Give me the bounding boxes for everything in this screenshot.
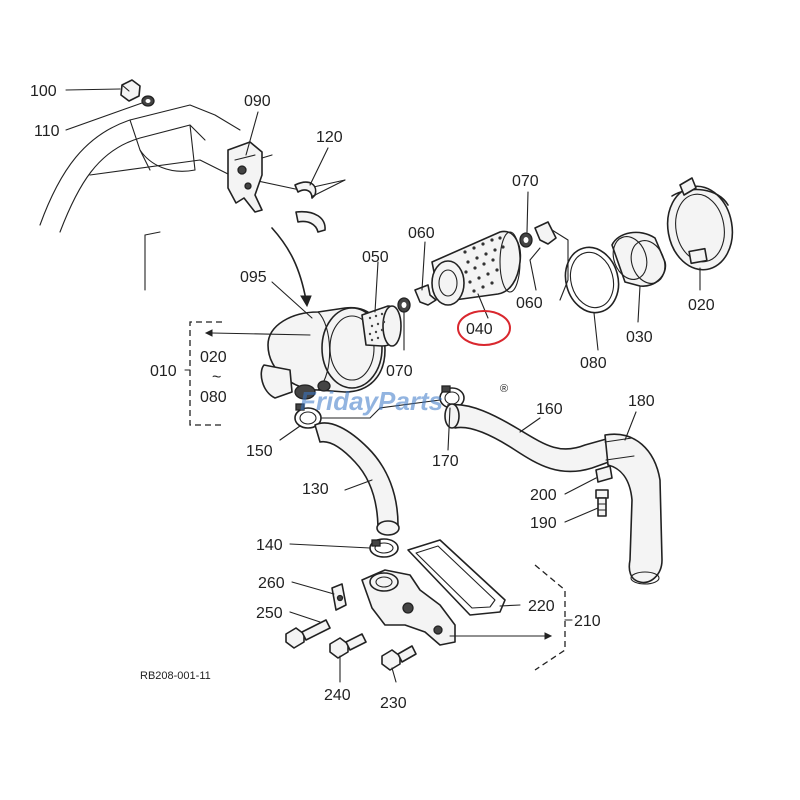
label-130: 130 bbox=[302, 481, 329, 498]
assembly-210-bracket bbox=[449, 564, 573, 671]
part-180-hose[interactable] bbox=[604, 433, 663, 585]
label-080: 080 bbox=[580, 355, 607, 372]
highlight-040 bbox=[457, 310, 511, 346]
label-180: 180 bbox=[628, 393, 655, 410]
part-080-o-ring[interactable] bbox=[558, 241, 625, 318]
leader-lines bbox=[65, 88, 701, 683]
label-120: 120 bbox=[316, 129, 343, 146]
label-070-bottom: 070 bbox=[386, 363, 413, 380]
label-030: 030 bbox=[626, 329, 653, 346]
label-220: 220 bbox=[528, 598, 555, 615]
part-240-bolt[interactable] bbox=[329, 633, 367, 659]
label-250: 250 bbox=[256, 605, 283, 622]
assembly-010-bracket bbox=[184, 321, 311, 426]
label-260: 260 bbox=[258, 575, 285, 592]
part-030-gasket[interactable] bbox=[607, 231, 670, 288]
label-010: 010 bbox=[150, 363, 177, 380]
part-260-clip[interactable] bbox=[331, 583, 347, 611]
label-095: 095 bbox=[240, 269, 267, 286]
label-020-range-start: 020 bbox=[200, 349, 227, 366]
part-020-cover[interactable] bbox=[661, 177, 739, 275]
leader-060-b bbox=[529, 247, 541, 291]
label-160: 160 bbox=[536, 401, 563, 418]
label-230: 230 bbox=[380, 695, 407, 712]
svg-text:FridayParts: FridayParts bbox=[300, 386, 443, 416]
label-040: 040 bbox=[466, 321, 493, 338]
label-050: 050 bbox=[362, 249, 389, 266]
label-190: 190 bbox=[530, 515, 557, 532]
label-060-top: 060 bbox=[408, 225, 435, 242]
part-060-wing-nut-right[interactable] bbox=[534, 221, 557, 245]
callout-labels: 100 110 090 120 070 060 050 095 060 040 … bbox=[30, 83, 715, 712]
part-050-inner-element[interactable] bbox=[361, 305, 402, 347]
part-120-band[interactable] bbox=[294, 179, 346, 233]
label-150: 150 bbox=[246, 443, 273, 460]
label-020: 020 bbox=[688, 297, 715, 314]
label-090: 090 bbox=[244, 93, 271, 110]
part-110-washer[interactable] bbox=[141, 95, 155, 107]
label-100: 100 bbox=[30, 83, 57, 100]
part-040-outer-element[interactable] bbox=[431, 230, 522, 306]
dashline-150-170 bbox=[321, 399, 441, 419]
label-range-tilde: ~ bbox=[212, 369, 221, 386]
part-090-bracket[interactable] bbox=[227, 141, 273, 213]
label-170: 170 bbox=[432, 453, 459, 470]
part-160-pipe[interactable] bbox=[444, 403, 621, 473]
part-200-clip[interactable] bbox=[595, 465, 613, 483]
svg-text:®: ® bbox=[500, 383, 508, 395]
label-210: 210 bbox=[574, 613, 601, 630]
label-240: 240 bbox=[324, 687, 351, 704]
leader-060-right bbox=[551, 229, 569, 301]
label-110: 110 bbox=[34, 123, 60, 140]
install-arrow bbox=[271, 227, 312, 308]
part-150-hose-clamp[interactable] bbox=[294, 403, 322, 429]
part-130-hose[interactable] bbox=[314, 422, 400, 536]
label-080-range-end: 080 bbox=[200, 389, 227, 406]
part-250-bolt[interactable] bbox=[285, 619, 331, 649]
part-190-bolt[interactable] bbox=[595, 489, 609, 517]
machine-frame-outline bbox=[39, 104, 346, 291]
part-230-bolt[interactable] bbox=[381, 645, 417, 671]
drawing-code: RB208-001-11 bbox=[140, 670, 211, 682]
part-070-nut-left[interactable] bbox=[397, 297, 411, 313]
label-140: 140 bbox=[256, 537, 283, 554]
part-095-air-cleaner-body[interactable] bbox=[260, 306, 386, 400]
label-200: 200 bbox=[530, 487, 557, 504]
part-100-nut[interactable] bbox=[120, 79, 141, 102]
watermark-logo: FridayParts ® bbox=[300, 383, 508, 416]
part-manifold-body[interactable] bbox=[361, 569, 456, 646]
part-140-hose-clamp[interactable] bbox=[369, 538, 399, 558]
part-070-nut-right[interactable] bbox=[519, 232, 533, 248]
label-060-right: 060 bbox=[516, 295, 543, 312]
label-070-top: 070 bbox=[512, 173, 539, 190]
